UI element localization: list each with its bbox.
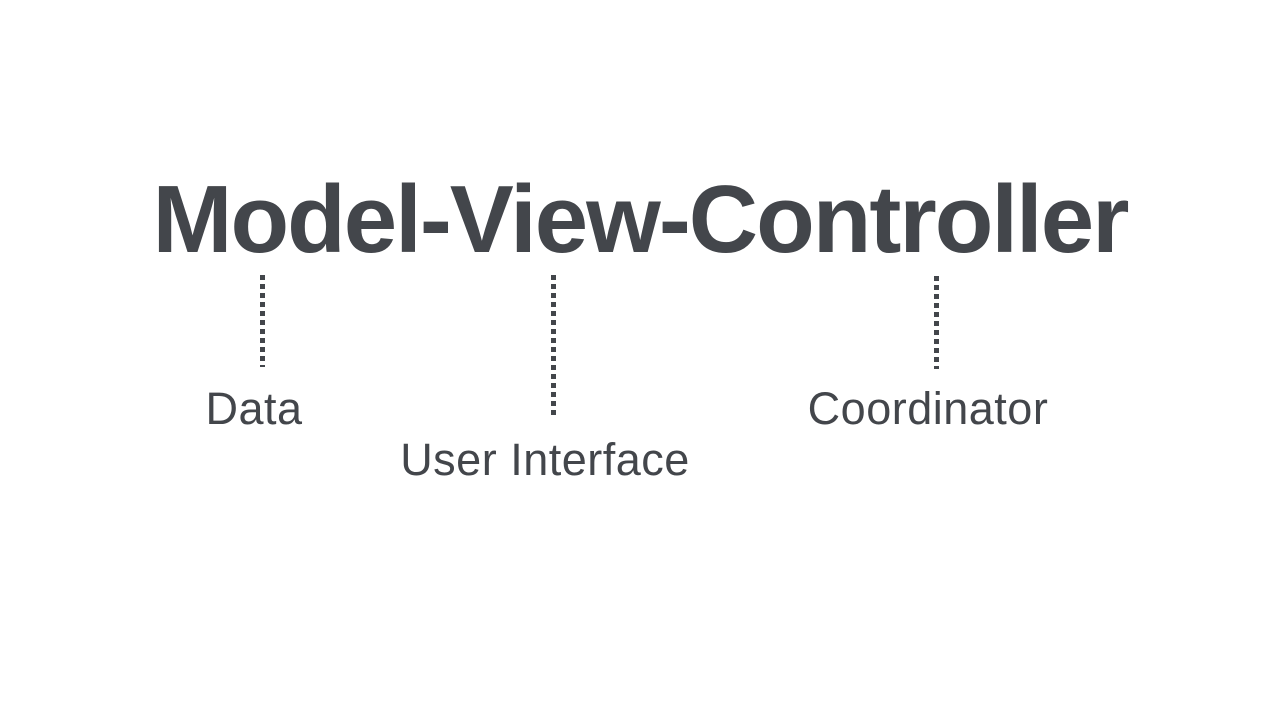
label-view-user-interface: User Interface xyxy=(400,434,690,485)
label-controller-coordinator: Coordinator xyxy=(807,383,1049,434)
connector-line-controller xyxy=(934,276,939,369)
label-model-data: Data xyxy=(205,383,303,434)
connector-line-model xyxy=(260,275,265,367)
connector-line-view xyxy=(551,275,556,416)
page-title: Model-View-Controller xyxy=(152,166,1130,273)
